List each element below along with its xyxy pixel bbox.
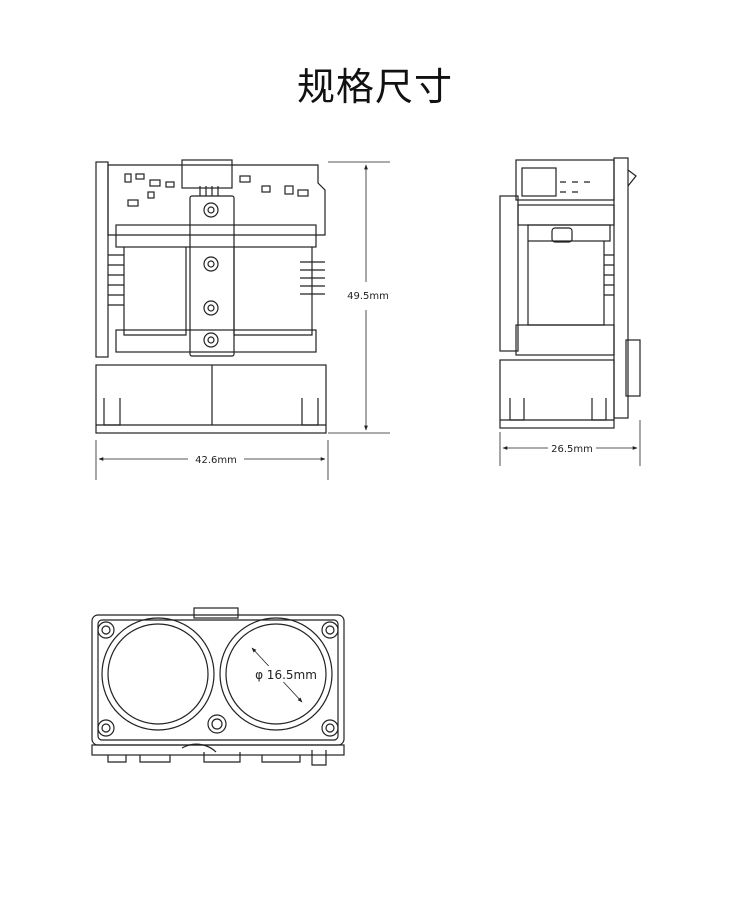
page-title: 规格尺寸 xyxy=(296,65,453,109)
lens-diameter-label: φ 16.5mm xyxy=(255,668,317,682)
dim-side-width: 26.5mm xyxy=(499,420,641,466)
dim-front-height: 49.5mm xyxy=(328,161,390,434)
front-height-label: 49.5mm xyxy=(347,291,389,302)
lens-view: φ 16.5mm xyxy=(91,607,345,766)
front-view xyxy=(95,159,327,434)
dim-front-width: 42.6mm xyxy=(95,440,329,480)
side-width-label: 26.5mm xyxy=(551,444,593,455)
side-view xyxy=(499,157,641,429)
front-width-label: 42.6mm xyxy=(195,455,237,466)
